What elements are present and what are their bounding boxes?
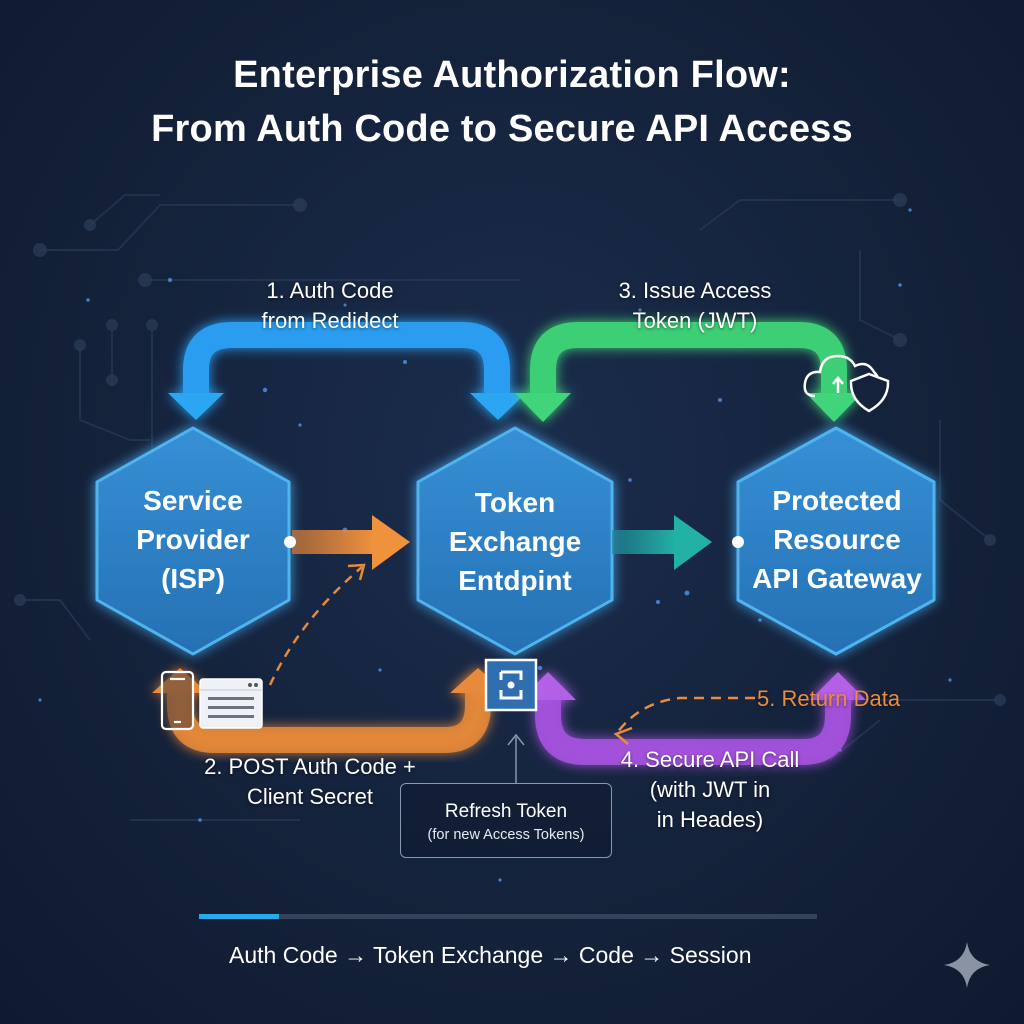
node-service-provider-label: Service Provider (ISP): [93, 481, 293, 598]
node-label-line: Resource: [773, 524, 901, 555]
star-particles: [38, 208, 952, 882]
step-label-line: Client Secret: [247, 784, 373, 809]
step-2-label: 2. POST Auth Code + Client Secret: [170, 752, 450, 812]
node-label-line: Exchange: [448, 526, 582, 557]
progress-fill: [199, 914, 280, 919]
arrow-step-5-return: [613, 696, 755, 745]
step-label-line: 4. Secure API Call: [620, 747, 800, 772]
arrow-step-1: [168, 322, 526, 420]
vault-icon: [484, 658, 538, 712]
node-token-exchange-label: Token Exchange Entdpint: [415, 483, 615, 600]
step-1-label: 1. Auth Code from Redidect: [220, 276, 440, 336]
step-label-line: 5. Return Data: [757, 686, 901, 711]
step-label-line: 2. POST Auth Code +: [204, 754, 416, 779]
step-label-line: in Heades): [656, 807, 764, 832]
node-label-line: (ISP): [161, 563, 225, 594]
node-label-line: Token: [474, 487, 556, 518]
circuit-traces: [20, 194, 1000, 821]
arrow-step-3: [515, 322, 862, 422]
browser-window-icon: [199, 678, 263, 729]
cloud-shield-icon: [803, 354, 890, 413]
step-4-label: 4. Secure API Call (with JWT in in Heade…: [590, 745, 830, 835]
sparkle-icon: [944, 942, 990, 988]
title-line-1: Enterprise Authorization Flow:: [233, 54, 791, 96]
node-protected-resource-label: Protected Resource API Gateway: [737, 481, 937, 598]
node-label-line: API Gateway: [752, 563, 922, 594]
step-label-line: Token (JWT): [632, 308, 758, 333]
step-label-line: 3. Issue Access: [618, 278, 772, 303]
refresh-up-arrow: [507, 733, 525, 783]
mobile-phone-icon: [160, 670, 195, 731]
circuit-nodes: [14, 193, 1006, 706]
title-line-2: From Auth Code to Secure API Access: [151, 108, 853, 150]
progress-bar: [199, 914, 817, 919]
connector-dot: [284, 536, 296, 548]
flow-summary: Auth Code → Token Exchange → Code → Sess…: [229, 942, 752, 968]
arrow-token-to-resource: [612, 515, 744, 570]
step-label-line: 1. Auth Code: [266, 278, 394, 303]
node-label-line: Protected: [772, 485, 902, 516]
step-label-line: (with JWT in: [649, 777, 771, 802]
connector-dot: [732, 536, 744, 548]
node-token-exchange[interactable]: [416, 426, 614, 656]
step-3-label: 3. Issue Access Token (JWT): [580, 276, 810, 336]
node-label-line: Provider: [136, 524, 250, 555]
node-label-line: Entdpint: [458, 565, 572, 596]
refresh-token-subtitle: (for new Access Tokens): [427, 827, 585, 843]
refresh-token-title: Refresh Token: [444, 801, 568, 822]
node-protected-resource[interactable]: [736, 426, 936, 656]
arrow-sp-to-token: [284, 515, 410, 570]
refresh-token-box: Refresh Token (for new Access Tokens): [400, 783, 612, 858]
step-5-label: 5. Return Data: [757, 684, 927, 714]
node-label-line: Service: [143, 485, 243, 516]
step-label-line: from Redidect: [261, 308, 399, 333]
node-service-provider[interactable]: [95, 426, 291, 656]
arrow-dashed-client-secret: [268, 563, 366, 686]
